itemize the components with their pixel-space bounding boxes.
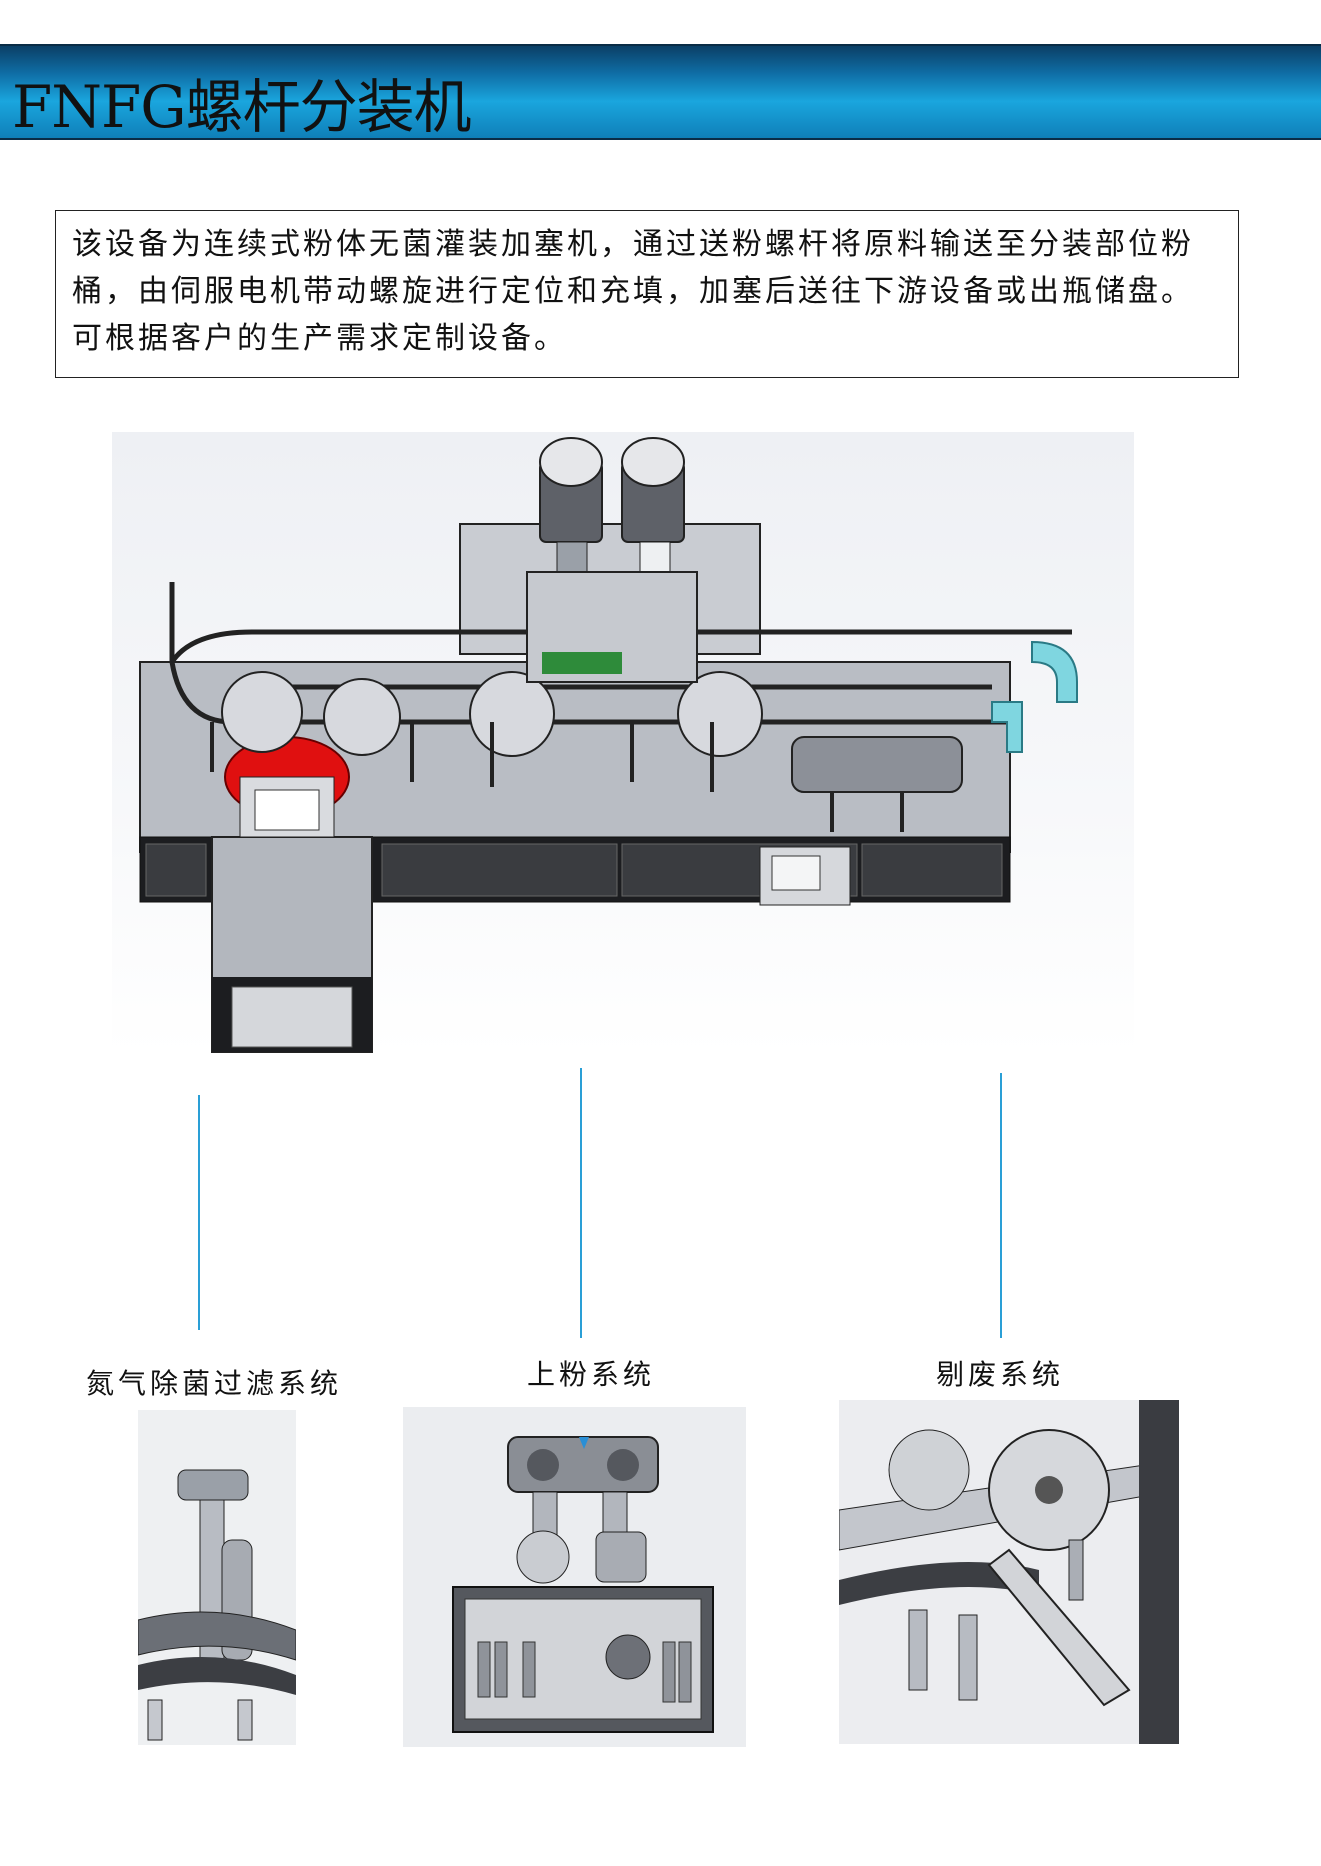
machine-overview-image: [112, 432, 1134, 1054]
page-title: FNFG螺杆分装机: [12, 73, 472, 141]
subsystem-label-powder-feed: 上粉系统: [527, 1358, 656, 1391]
subsystem-label-nitrogen: 氮气除菌过滤系统: [86, 1367, 343, 1400]
reject-system-image: [839, 1400, 1179, 1744]
connector-line-center: [580, 1068, 582, 1338]
subsystem-label-reject: 剔废系统: [936, 1358, 1065, 1391]
connector-line-left: [198, 1095, 200, 1330]
connector-line-right: [1000, 1073, 1002, 1338]
powder-feed-drawing: [403, 1407, 746, 1747]
powder-feed-image: [403, 1407, 746, 1747]
machine-overview-drawing: [139, 437, 1078, 1053]
nitrogen-filter-image: [138, 1410, 296, 1745]
title-banner: FNFG螺杆分装机: [0, 44, 1321, 141]
description-box: 该设备为连续式粉体无菌灌装加塞机，通过送粉螺杆将原料输送至分装部位粉桶，由伺服电…: [55, 210, 1239, 378]
reject-system-drawing: [839, 1400, 1179, 1744]
nitrogen-filter-drawing: [138, 1410, 296, 1745]
